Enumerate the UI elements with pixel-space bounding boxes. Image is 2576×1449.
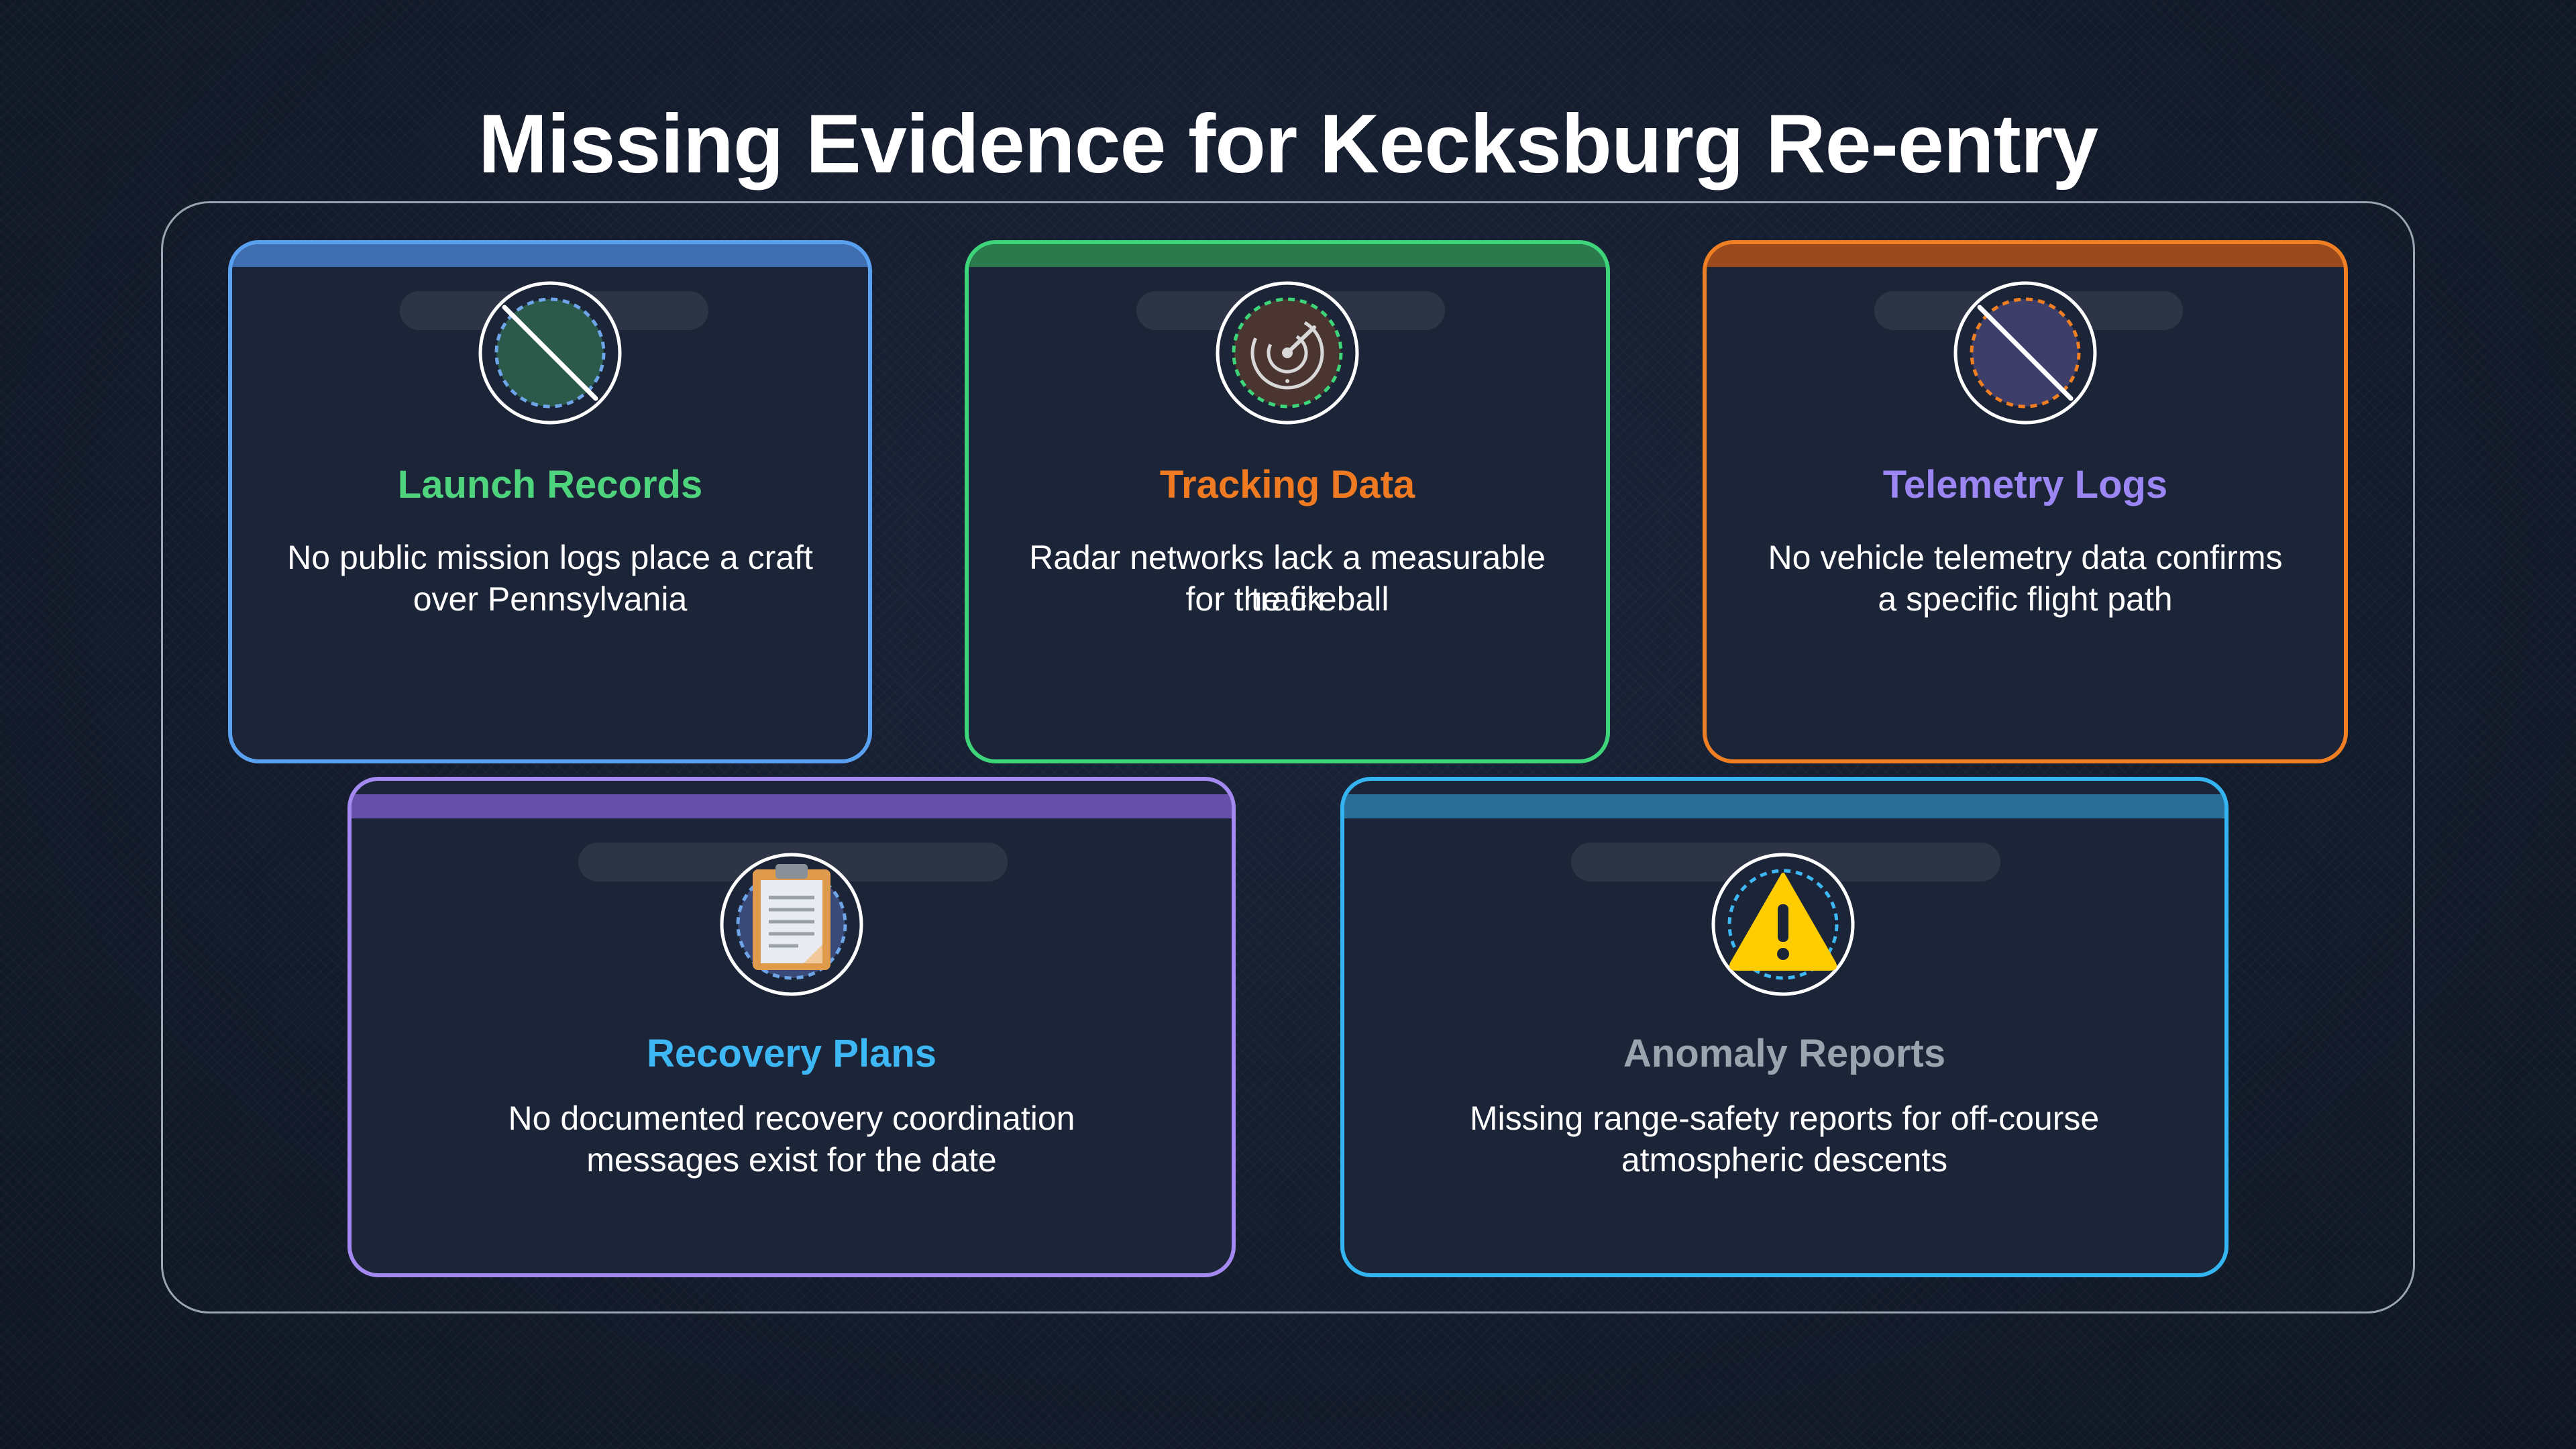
card-description-line1: Missing range-safety reports for off-cou… bbox=[1469, 1099, 2100, 1137]
card-title: Anomaly Reports bbox=[1623, 1032, 1946, 1075]
card-recovery-plans: Recovery Plans No documented recovery co… bbox=[347, 777, 1236, 1277]
card-description-line1: No vehicle telemetry data confirms bbox=[1768, 539, 2283, 576]
page-title: Missing Evidence for Kecksburg Re-entry bbox=[478, 98, 2098, 191]
card-anomaly-reports: Anomaly Reports Missing range-safety rep… bbox=[1340, 777, 2229, 1277]
radar-icon bbox=[1214, 279, 1361, 427]
card-header-bar bbox=[969, 244, 1606, 267]
warning-icon bbox=[1709, 851, 1857, 998]
diagram-frame bbox=[161, 201, 2415, 1313]
card-description-line2: atmospheric descents bbox=[1621, 1141, 1948, 1179]
card-title: Tracking Data bbox=[1159, 463, 1415, 506]
card-launch-records: Launch Records No public mission logs pl… bbox=[228, 240, 872, 763]
card-description-line1: Radar networks lack a measurable track bbox=[1029, 539, 1546, 618]
card-description-line1: No public mission logs place a craft bbox=[287, 539, 813, 576]
card-title: Launch Records bbox=[397, 463, 703, 506]
card-description-line2: for the fireball bbox=[1185, 580, 1389, 618]
no-entry-icon bbox=[476, 279, 624, 427]
card-description-line2: over Pennsylvania bbox=[413, 580, 688, 618]
card-tracking-data: Tracking Data Radar networks lack a meas… bbox=[965, 240, 1610, 763]
card-header-bar bbox=[1344, 794, 2224, 818]
card-title: Telemetry Logs bbox=[1882, 463, 2168, 506]
card-description-line1: No documented recovery coordination bbox=[508, 1099, 1075, 1137]
card-title: Recovery Plans bbox=[646, 1032, 937, 1075]
card-description-line2: messages exist for the date bbox=[586, 1141, 997, 1179]
card-description-line2: a specific flight path bbox=[1878, 580, 2173, 618]
card-telemetry-logs: Telemetry Logs No vehicle telemetry data… bbox=[1703, 240, 2348, 763]
card-header-bar bbox=[352, 794, 1232, 818]
card-header-bar bbox=[232, 244, 868, 267]
no-entry-icon bbox=[1951, 279, 2099, 427]
clipboard-icon bbox=[718, 851, 865, 998]
card-header-bar bbox=[1707, 244, 2344, 267]
